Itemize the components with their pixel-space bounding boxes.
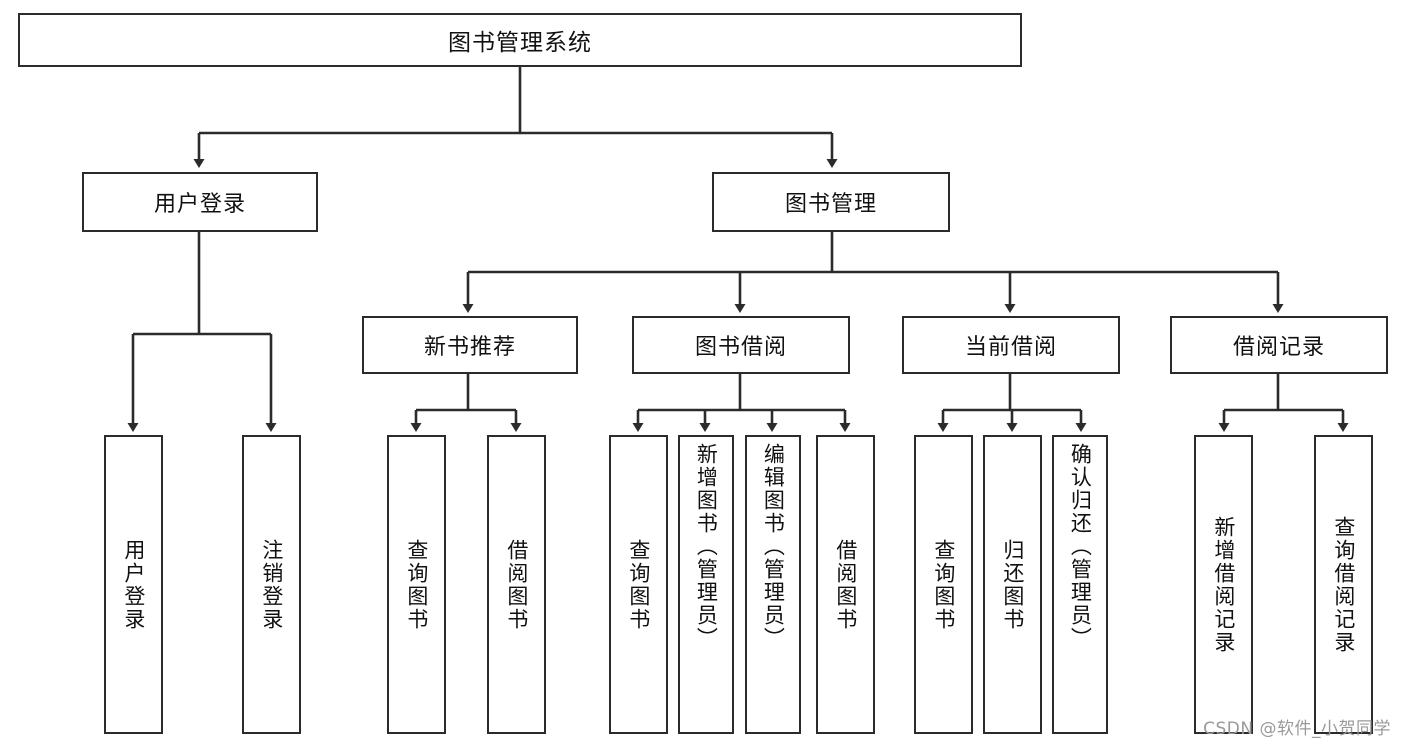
node-label: 用户登录 [121, 538, 146, 631]
node-book-management[interactable]: 图书管理 [712, 172, 950, 232]
node-label: 归还图书 [1000, 538, 1025, 631]
watermark-text: CSDN @软件_小贺同学 [1203, 719, 1391, 739]
node-label: 新增图书（管理员） [694, 443, 719, 650]
node-label: 图书管理 [784, 192, 877, 217]
leaf-borrow-edit-book-admin[interactable]: 编辑图书（管理员） [745, 435, 801, 734]
node-label: 借阅图书 [504, 538, 529, 631]
node-label: 图书借阅 [694, 335, 787, 360]
node-new-book-recommend[interactable]: 新书推荐 [362, 316, 578, 374]
node-current-borrow[interactable]: 当前借阅 [902, 316, 1120, 374]
node-label: 借阅图书 [833, 538, 858, 631]
node-label: 确认归还（管理员） [1068, 443, 1093, 650]
leaf-borrow-query-book[interactable]: 查询图书 [609, 435, 668, 734]
leaf-user-login-signin[interactable]: 用户登录 [104, 435, 163, 734]
leaf-borrow-borrow-book[interactable]: 借阅图书 [816, 435, 875, 734]
node-label: 图书管理系统 [448, 30, 592, 56]
leaf-record-query-record[interactable]: 查询借阅记录 [1314, 435, 1373, 734]
node-label: 当前借阅 [964, 335, 1057, 360]
leaf-recommend-borrow-book[interactable]: 借阅图书 [487, 435, 546, 734]
node-book-borrow[interactable]: 图书借阅 [632, 316, 850, 374]
node-label: 用户登录 [153, 192, 246, 217]
node-user-login[interactable]: 用户登录 [82, 172, 318, 232]
node-root-system[interactable]: 图书管理系统 [18, 13, 1022, 67]
node-borrow-record[interactable]: 借阅记录 [1170, 316, 1388, 374]
node-label: 借阅记录 [1232, 335, 1325, 360]
node-label: 查询图书 [626, 538, 651, 631]
leaf-recommend-query-book[interactable]: 查询图书 [387, 435, 446, 734]
node-label: 注销登录 [259, 538, 284, 631]
leaf-user-login-signout[interactable]: 注销登录 [242, 435, 301, 734]
leaf-current-return-book[interactable]: 归还图书 [983, 435, 1042, 734]
node-label: 新增借阅记录 [1211, 515, 1236, 654]
node-label: 查询图书 [404, 538, 429, 631]
node-label: 新书推荐 [423, 335, 516, 360]
leaf-borrow-add-book-admin[interactable]: 新增图书（管理员） [678, 435, 734, 734]
leaf-record-add-record[interactable]: 新增借阅记录 [1194, 435, 1253, 734]
node-label: 查询图书 [931, 538, 956, 631]
leaf-current-query-book[interactable]: 查询图书 [914, 435, 973, 734]
node-label: 查询借阅记录 [1331, 515, 1356, 654]
leaf-current-confirm-return-admin[interactable]: 确认归还（管理员） [1052, 435, 1108, 734]
node-label: 编辑图书（管理员） [761, 443, 786, 650]
